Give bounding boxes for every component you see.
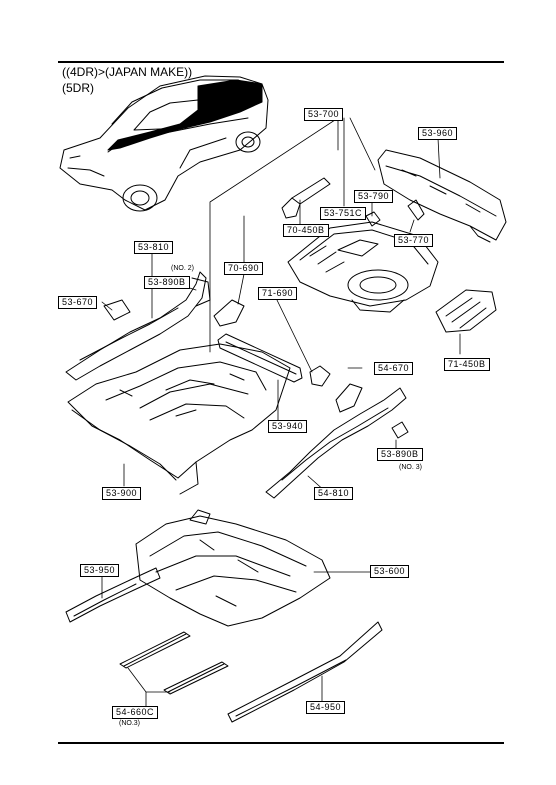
part-label-53-751c[interactable]: 53-751C (320, 207, 367, 220)
part-label-70-690[interactable]: 70-690 (224, 262, 264, 275)
part-label-54-950[interactable]: 54-950 (306, 701, 346, 714)
note-no-2: (NO. 2) (171, 265, 194, 272)
bracket-71-690 (309, 365, 331, 387)
part-label-53-670[interactable]: 53-670 (58, 296, 98, 309)
rear-floor-pan (287, 221, 439, 313)
part-label-53-700[interactable]: 53-700 (304, 108, 344, 121)
center-floor-assembly (67, 343, 291, 495)
part-label-53-890b-upper[interactable]: 53-890B (144, 276, 190, 289)
part-label-53-960[interactable]: 53-960 (418, 127, 458, 140)
part-label-53-600[interactable]: 53-600 (370, 565, 410, 578)
part-label-53-770[interactable]: 53-770 (394, 234, 434, 247)
part-label-71-450b[interactable]: 71-450B (444, 358, 490, 371)
side-sill-right (227, 621, 383, 723)
crossmember-53-940 (217, 333, 303, 383)
side-sill-left (65, 567, 161, 623)
rear-side-member-left (65, 271, 211, 381)
bracket-70-690 (213, 299, 245, 327)
car-illustration (59, 75, 269, 212)
part-label-53-940[interactable]: 53-940 (268, 420, 308, 433)
top-rule (58, 61, 504, 63)
part-label-53-900[interactable]: 53-900 (102, 487, 142, 500)
part-label-54-810[interactable]: 54-810 (314, 487, 354, 500)
part-label-70-450b[interactable]: 70-450B (283, 224, 329, 237)
note-no-3-bottom: (NO.3) (119, 720, 140, 727)
part-label-53-810[interactable]: 53-810 (134, 241, 174, 254)
sill-reinforcements (119, 631, 229, 695)
model-header: ((4DR)>(JAPAN MAKE)) (5DR) (62, 64, 192, 96)
part-label-53-950[interactable]: 53-950 (80, 564, 120, 577)
bottom-rule (58, 742, 504, 744)
model-line-1: ((4DR)>(JAPAN MAKE)) (62, 65, 193, 79)
rear-side-member-right (265, 383, 409, 499)
main-floor-pan (135, 509, 331, 627)
part-label-53-890b-lower[interactable]: 53-890B (377, 448, 423, 461)
rear-floor-section (435, 289, 497, 333)
model-line-2: (5DR) (62, 81, 94, 95)
note-no-3-right: (NO. 3) (399, 464, 422, 471)
small-brackets (281, 177, 425, 227)
part-label-54-670[interactable]: 54-670 (374, 362, 414, 375)
part-label-53-790[interactable]: 53-790 (354, 190, 394, 203)
rear-end-panel (377, 149, 507, 243)
part-label-54-660c[interactable]: 54-660C (112, 706, 159, 719)
leader-lines (101, 117, 461, 711)
part-label-71-690[interactable]: 71-690 (258, 287, 298, 300)
